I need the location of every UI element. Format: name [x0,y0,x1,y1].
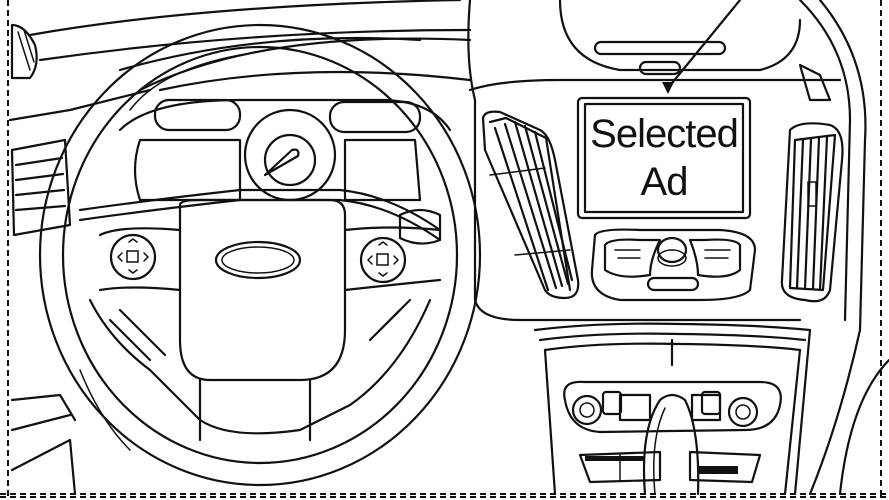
left-door-trim [10,393,77,496]
right-control-pad-icon [359,236,407,284]
steering-wheel-hub [88,198,442,442]
screen-text-line-1: Selected [590,112,739,156]
climate-control-panel [563,380,782,484]
lower-console [533,322,862,496]
center-stack [467,0,867,332]
left-side-mirror [10,23,38,80]
right-center-air-vent [780,63,844,303]
left-control-pad-icon [109,233,157,281]
screen-text-line-2: Ad [640,160,689,204]
right-door-trim [838,358,889,496]
gear-shifter [618,393,722,496]
steering-wheel [38,23,482,487]
selected-ad-display: Selected Ad [584,104,744,212]
left-side-air-vent [10,138,72,237]
center-display-screen [576,96,752,220]
hvac-button-panel [590,228,757,302]
instrument-cluster [78,98,452,242]
left-center-air-vent [481,110,580,300]
